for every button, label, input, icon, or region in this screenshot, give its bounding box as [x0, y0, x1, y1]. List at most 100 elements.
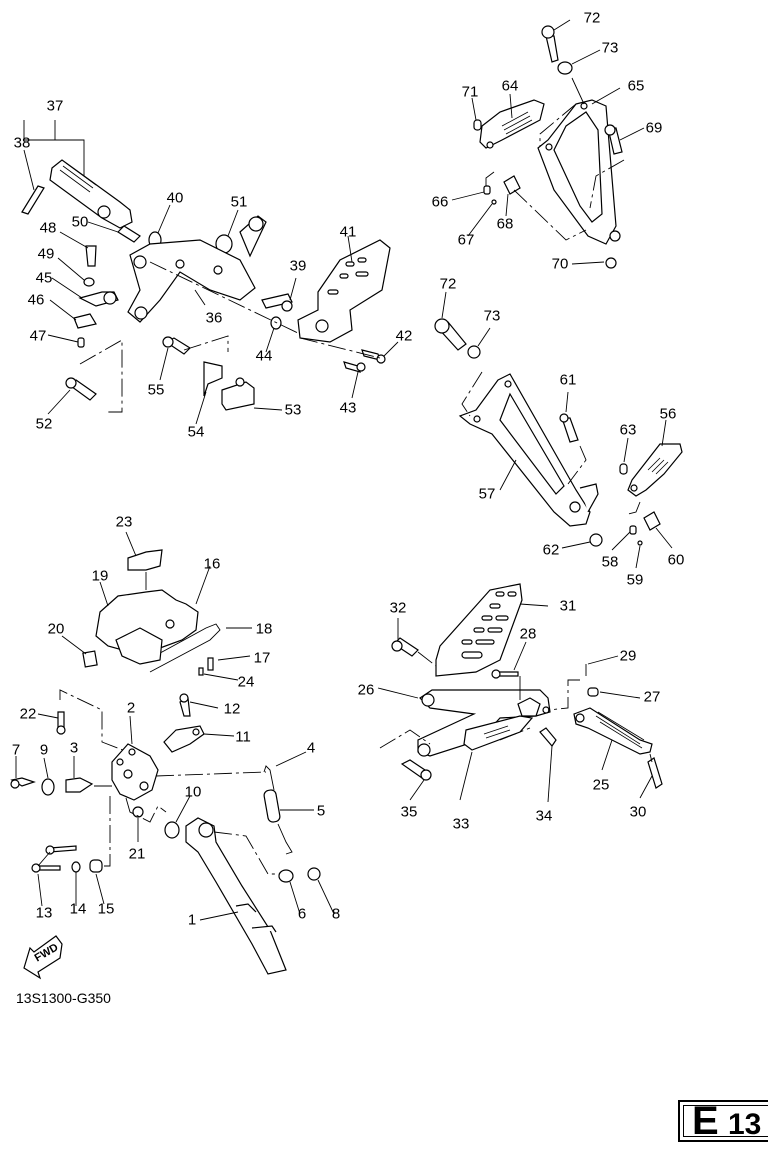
pin-63 [619, 463, 628, 475]
pin-14 [71, 861, 81, 873]
washer-73-upper [557, 61, 573, 75]
callout-label-42: 42 [395, 327, 413, 345]
callout-label-63: 63 [619, 421, 637, 439]
spring-5 [263, 789, 281, 823]
heel-guard-41 [297, 239, 391, 343]
wire-18 [139, 623, 221, 673]
detent-plate-60 [643, 511, 661, 531]
callout-label-17: 17 [253, 649, 271, 667]
callout-label-61: 61 [559, 371, 577, 389]
callout-label-58: 58 [601, 553, 619, 571]
sidestand-assembly [10, 693, 335, 975]
shift-pedal [49, 159, 133, 229]
page-badge-number: 13 [728, 1108, 762, 1141]
callout-label-13: 13 [35, 904, 53, 922]
callout-label-64: 64 [501, 77, 519, 95]
nut-8 [307, 867, 321, 881]
callout-label-52: 52 [35, 415, 53, 433]
callout-label-69: 69 [645, 119, 663, 137]
callout-label-38: 38 [13, 134, 31, 152]
callout-label-12: 12 [223, 700, 241, 718]
washer-73-lower [467, 345, 481, 359]
footpeg-64 [479, 99, 545, 149]
washer-9 [41, 778, 55, 796]
callout-label-46: 46 [27, 291, 45, 309]
callout-label-1: 1 [187, 911, 197, 929]
rider-footrest-right-assembly [377, 583, 663, 803]
callout-label-31: 31 [559, 597, 577, 615]
callout-label-73b: 73 [483, 307, 501, 325]
bolt-50 [117, 225, 141, 243]
pin-71 [473, 119, 482, 131]
callout-label-59: 59 [626, 571, 644, 589]
callout-label-8: 8 [331, 905, 341, 923]
callout-label-66: 66 [431, 193, 449, 211]
callout-label-2: 2 [126, 699, 136, 717]
page-badge: E 13 [678, 1100, 768, 1142]
callout-label-43: 43 [339, 399, 357, 417]
callout-label-55: 55 [147, 381, 165, 399]
callout-label-68: 68 [496, 215, 514, 233]
washer-6 [278, 869, 294, 883]
callout-label-41: 41 [339, 223, 357, 241]
callout-label-30: 30 [629, 803, 647, 821]
callout-label-37: 37 [46, 97, 64, 115]
spring-27 [587, 687, 599, 697]
callout-label-51: 51 [230, 193, 248, 211]
callout-label-50: 50 [71, 213, 89, 231]
heel-plate-33 [463, 715, 534, 751]
nut-21 [132, 806, 144, 818]
pin-30 [647, 757, 663, 789]
callout-label-14: 14 [69, 900, 87, 918]
callout-label-71: 71 [461, 83, 479, 101]
footrest-bracket-36 [127, 239, 256, 323]
detent-plate-68 [503, 175, 521, 195]
figure-code: 13S1300-G350 [16, 990, 111, 1006]
callout-label-40: 40 [166, 189, 184, 207]
callout-label-36: 36 [205, 309, 223, 327]
footpeg-56 [627, 443, 683, 497]
callout-label-73a: 73 [601, 39, 619, 57]
grommet-20 [82, 650, 98, 668]
spring-58 [629, 525, 637, 535]
callout-label-9: 9 [39, 741, 49, 759]
clip-54 [203, 361, 223, 397]
callout-label-21: 21 [128, 845, 146, 863]
sidestand-switch-assembly [37, 531, 252, 753]
callout-label-7: 7 [11, 741, 21, 759]
callout-label-70: 70 [551, 255, 569, 273]
callout-label-57: 57 [478, 485, 496, 503]
callout-label-3: 3 [69, 739, 79, 757]
callout-label-5: 5 [316, 802, 326, 820]
callout-label-53: 53 [284, 401, 302, 419]
spring-hook-4 [263, 765, 275, 791]
washer-44 [270, 316, 282, 330]
clip-24 [198, 667, 204, 676]
callout-label-11: 11 [235, 728, 251, 746]
cover-19 [95, 589, 199, 653]
callout-label-23: 23 [115, 513, 133, 531]
pin-47 [77, 337, 85, 348]
callout-label-67: 67 [457, 231, 475, 249]
washer-49 [83, 277, 95, 287]
bolt-48 [85, 245, 97, 267]
callout-label-35: 35 [400, 803, 418, 821]
callout-label-72a: 72 [583, 9, 601, 27]
callout-label-20: 20 [47, 620, 65, 638]
callout-label-6: 6 [297, 905, 307, 923]
block-23 [127, 549, 163, 571]
callout-label-18: 18 [255, 620, 273, 638]
clip-17 [207, 657, 214, 671]
callout-label-54: 54 [187, 423, 205, 441]
rear-footrest-left-assembly [434, 291, 683, 569]
fwd-direction-arrow [23, 935, 63, 980]
callout-label-28: 28 [519, 625, 537, 643]
pedal-peg-38 [21, 185, 45, 215]
callout-label-60: 60 [667, 551, 685, 569]
callout-label-47: 47 [29, 327, 47, 345]
callout-label-56: 56 [659, 405, 677, 423]
rear-footrest-right-assembly [451, 19, 645, 269]
callout-label-48: 48 [39, 219, 57, 237]
callout-label-4: 4 [306, 739, 316, 757]
